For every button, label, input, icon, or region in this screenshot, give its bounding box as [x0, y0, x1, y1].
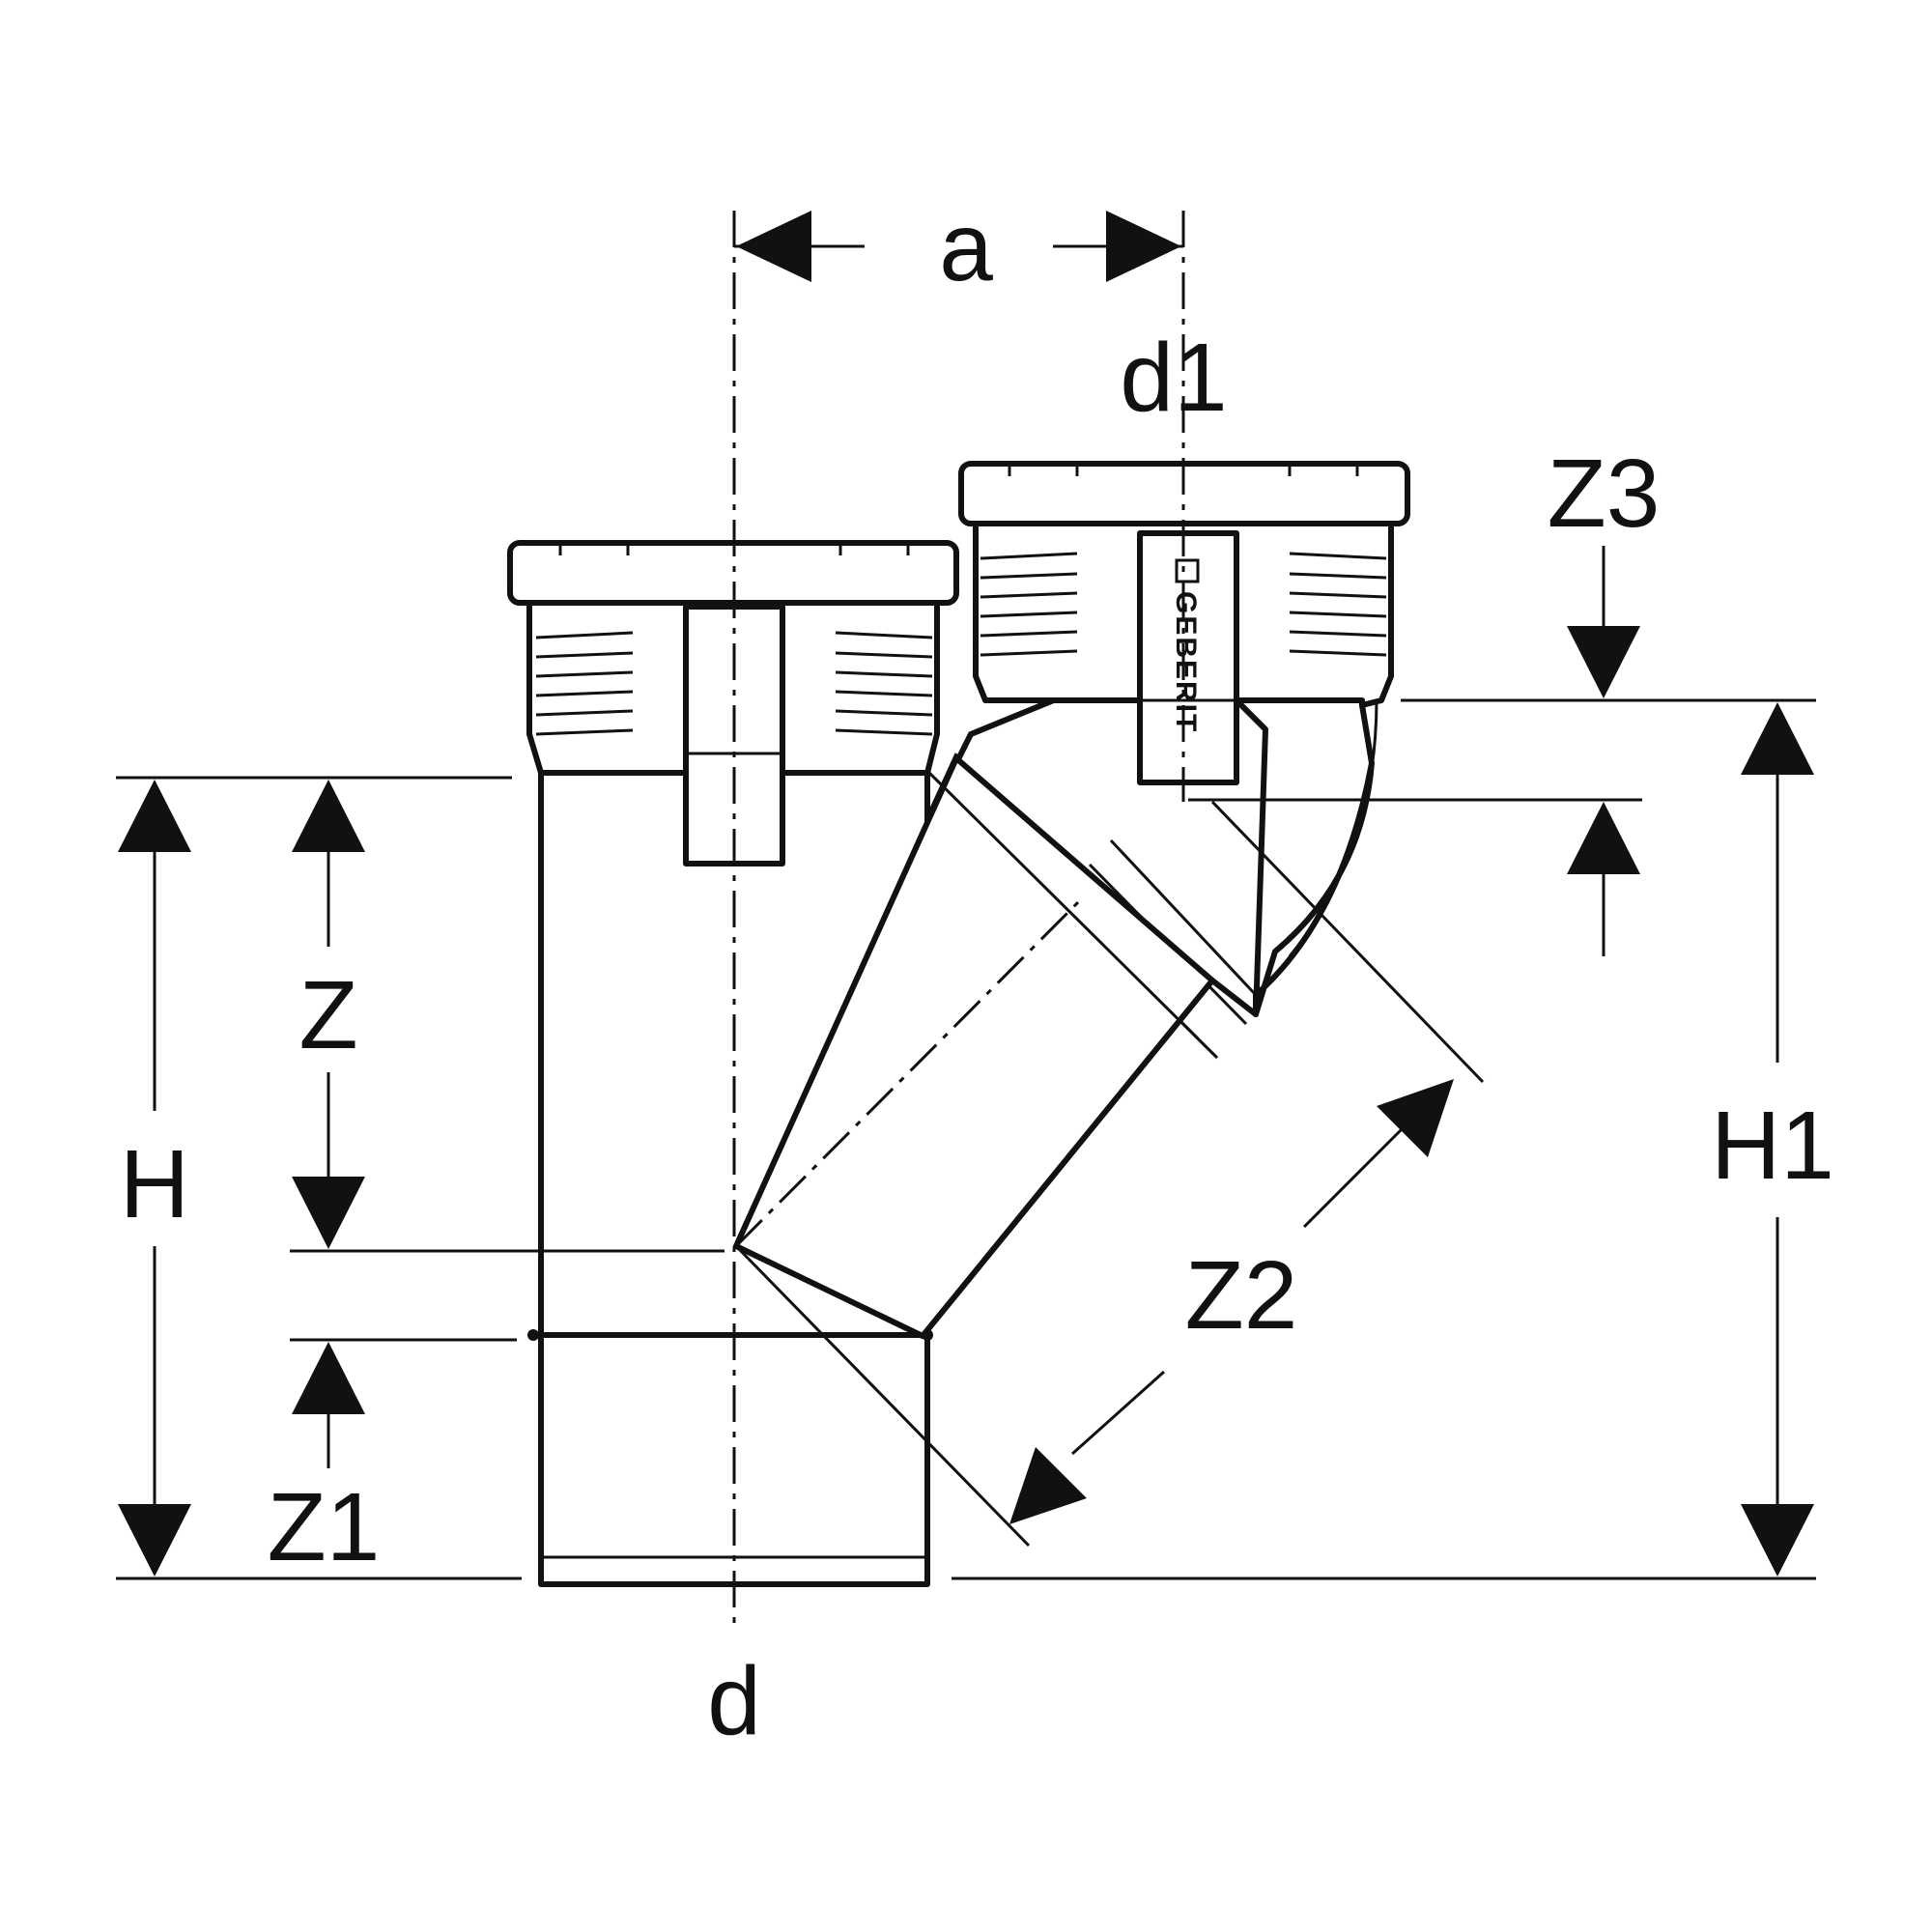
left-cap-threads-left [535, 631, 634, 736]
arrow-z1-top [292, 1342, 365, 1414]
dimension-lines [116, 211, 1816, 1580]
label-h: H [120, 1130, 189, 1238]
label-a: a [939, 193, 993, 301]
arrow-z2-bottom [1009, 1447, 1087, 1524]
label-z3: Z3 [1548, 440, 1661, 548]
arrow-z3-top [1567, 626, 1640, 698]
label-d: d [707, 1647, 761, 1755]
label-z2: Z2 [1185, 1241, 1298, 1350]
dim-z2-upper [1302, 1123, 1407, 1229]
branch-collar-line-3 [1109, 838, 1258, 997]
center-axes [732, 211, 1185, 1633]
left-cap-threads-right [835, 631, 933, 736]
ext-line-z2-top [1210, 800, 1485, 1084]
branch-elbow-curve [1253, 702, 1375, 1017]
logo-square-icon [1175, 558, 1200, 583]
label-z: Z [298, 961, 357, 1069]
dim-z2-lower [1070, 1370, 1166, 1456]
arrow-h1-top [1741, 702, 1814, 775]
arrow-z-bottom [292, 1177, 365, 1249]
branch-elbow-outline [1288, 699, 1378, 957]
branch-socket-edge [927, 771, 1219, 1060]
label-h1: H1 [1711, 1092, 1834, 1200]
arrow-h1-bottom [1741, 1504, 1814, 1577]
branch-center-axis [734, 896, 1084, 1248]
arrow-h-bottom [118, 1504, 191, 1577]
right-cap-notches [1008, 467, 1359, 476]
left-cap-notches [558, 546, 910, 555]
ext-line-z2-bottom [734, 1244, 1031, 1548]
logo-text: GEBERIT [1170, 591, 1202, 733]
arrow-a-left [736, 211, 811, 282]
right-cap-logo-tab [1137, 530, 1239, 785]
arrow-z2-top [1377, 1079, 1454, 1157]
joint-dot-left [527, 1329, 539, 1341]
label-z1: Z1 [268, 1473, 381, 1581]
arrow-z-top [292, 780, 365, 852]
branch-junction-bottom-line [735, 1244, 923, 1338]
arrow-a-right [1106, 211, 1181, 282]
arrow-z3-bottom [1567, 802, 1640, 874]
label-d1: d1 [1120, 324, 1227, 432]
right-cap-threads-left [980, 552, 1078, 657]
right-cap-threads-right [1289, 552, 1387, 657]
arrow-h-top [118, 780, 191, 852]
dimension-labels: a d1 d Z Z1 Z2 Z3 H H1 [120, 193, 1834, 1755]
branch-junction [733, 755, 1219, 1339]
